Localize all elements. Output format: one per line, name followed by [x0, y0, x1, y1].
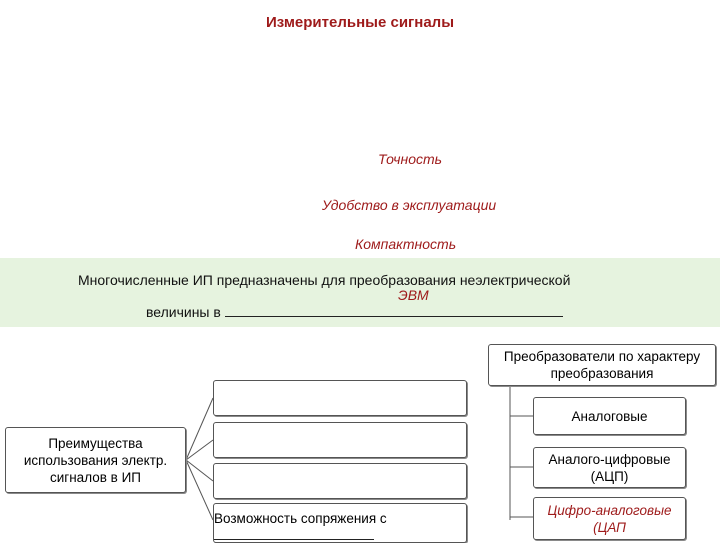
connector-left-4 — [185, 459, 214, 521]
converter-adc: Аналого-цифровые (АЦП) — [533, 447, 686, 488]
statement-line-2: величины в — [146, 302, 563, 320]
converter-analog: Аналоговые — [533, 397, 686, 435]
converter-types-header: Преобразователи по характеру преобразова… — [488, 344, 716, 386]
advantage-slot-3 — [213, 463, 467, 499]
advantage-slot-2 — [213, 422, 467, 458]
statement-band — [0, 258, 720, 327]
list-item-usability: Удобство в эксплуатации — [322, 197, 497, 213]
converter-dac-label: Цифро-аналоговые (ЦАП — [547, 502, 672, 535]
advantage-slot-4-blank — [214, 527, 374, 540]
list-item-accuracy: Точность — [378, 151, 443, 167]
statement-line-1: Многочисленные ИП предназначены для прео… — [78, 272, 571, 288]
list-item-compactness: Компактность — [355, 236, 457, 252]
connector-left-2 — [185, 439, 214, 461]
page-title: Измерительные сигналы — [265, 14, 455, 31]
advantage-slot-1 — [213, 380, 467, 416]
advantage-slot-4: Возможность сопряжения с — [213, 503, 467, 543]
connector-left-1 — [185, 397, 214, 461]
answer-blank — [224, 302, 563, 317]
statement-line-2-text: величины в — [146, 304, 221, 320]
statement-answer: ЭВМ — [398, 287, 429, 303]
connector-left-3 — [185, 459, 214, 482]
converter-dac: Цифро-аналоговые (ЦАП — [533, 497, 686, 540]
advantages-box: Преимущества использования электр. сигна… — [5, 427, 186, 493]
advantage-slot-4-text: Возможность сопряжения с — [214, 511, 387, 526]
